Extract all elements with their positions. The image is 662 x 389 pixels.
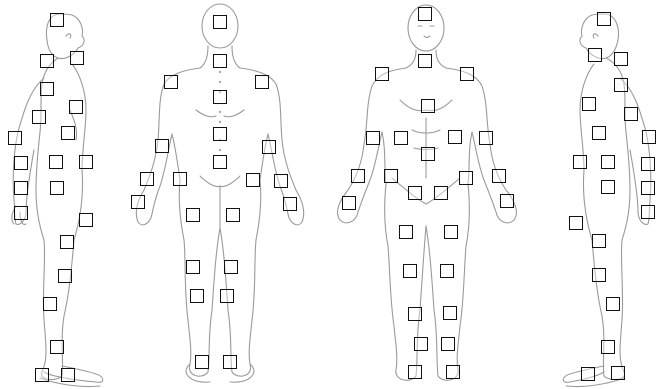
checkbox-front-neck[interactable] (418, 54, 432, 68)
checkbox-back-right-forearm[interactable] (274, 174, 288, 188)
checkbox-back-right-hand[interactable] (283, 197, 297, 211)
checkbox-left-chest[interactable] (69, 100, 83, 114)
checkbox-right-shoulder[interactable] (614, 78, 628, 92)
checkbox-back-left-forearm[interactable] (140, 172, 154, 186)
checkbox-back-right-knee[interactable] (224, 260, 238, 274)
checkbox-front-right-hip[interactable] (384, 169, 398, 183)
checkbox-front-right-arm[interactable] (366, 131, 380, 145)
checkbox-right-ankle[interactable] (601, 340, 615, 354)
checkbox-right-hand[interactable] (641, 205, 655, 219)
checkbox-front-left-ankle[interactable] (441, 337, 455, 351)
checkbox-back-lower-spine[interactable] (213, 155, 227, 169)
checkbox-left-hip[interactable] (50, 181, 64, 195)
checkbox-back-left-knee[interactable] (186, 260, 200, 274)
checkbox-back-left-hip[interactable] (173, 172, 187, 186)
checkbox-left-wrist[interactable] (14, 181, 28, 195)
checkbox-front-left-arm[interactable] (479, 131, 493, 145)
checkbox-right-thigh-front[interactable] (569, 216, 583, 230)
checkbox-left-knee[interactable] (58, 269, 72, 283)
checkbox-back-left-thigh[interactable] (186, 208, 200, 222)
checkbox-right-temple[interactable] (588, 48, 602, 62)
checkbox-front-right-ankle[interactable] (414, 337, 428, 351)
checkbox-right-hip[interactable] (601, 180, 615, 194)
checkbox-right-thigh-back[interactable] (592, 234, 606, 248)
checkbox-front-left-shin[interactable] (443, 306, 457, 320)
checkbox-front-left-foot[interactable] (446, 365, 460, 379)
checkbox-left-thigh-back[interactable] (60, 235, 74, 249)
checkbox-front-left-knee[interactable] (440, 264, 454, 278)
checkbox-right-knee[interactable] (592, 268, 606, 282)
checkbox-front-right-thigh[interactable] (399, 225, 413, 239)
checkbox-right-head-top[interactable] (597, 12, 611, 26)
checkbox-front-right-shin[interactable] (408, 307, 422, 321)
checkbox-back-left-heel[interactable] (195, 355, 209, 369)
checkbox-front-left-hip[interactable] (459, 171, 473, 185)
checkbox-right-calf[interactable] (606, 297, 620, 311)
checkbox-back-upper-spine[interactable] (213, 90, 227, 104)
checkbox-left-hand[interactable] (14, 206, 28, 220)
checkbox-back-right-shoulder[interactable] (255, 75, 269, 89)
checkbox-right-wrist[interactable] (641, 181, 655, 195)
checkbox-left-upper-back[interactable] (32, 110, 46, 124)
checkbox-left-head-top[interactable] (50, 13, 64, 27)
checkbox-front-left-thigh[interactable] (444, 225, 458, 239)
checkbox-front-left-shoulder[interactable] (460, 67, 474, 81)
checkbox-right-heel[interactable] (611, 366, 625, 380)
checkbox-front-sternum[interactable] (421, 99, 435, 113)
checkbox-right-forearm[interactable] (641, 157, 655, 171)
checkbox-right-abdomen[interactable] (573, 155, 587, 169)
checkbox-left-waist[interactable] (49, 155, 63, 169)
checkbox-front-right-shoulder[interactable] (375, 67, 389, 81)
checkbox-left-elbow[interactable] (8, 131, 22, 145)
checkbox-back-left-shoulder[interactable] (164, 75, 178, 89)
checkbox-left-calf[interactable] (43, 297, 57, 311)
checkbox-left-shoulder[interactable] (40, 82, 54, 96)
checkbox-right-toes[interactable] (581, 367, 595, 381)
checkbox-front-right-hand[interactable] (342, 196, 356, 210)
checkbox-front-right-knee[interactable] (403, 264, 417, 278)
checkbox-right-chest[interactable] (582, 97, 596, 111)
checkbox-left-toes[interactable] (61, 368, 75, 382)
checkbox-back-right-calf[interactable] (220, 289, 234, 303)
checkbox-left-heel[interactable] (35, 368, 49, 382)
checkbox-back-head[interactable] (213, 15, 227, 29)
checkbox-right-waist[interactable] (601, 155, 615, 169)
checkbox-front-left-hand[interactable] (500, 194, 514, 208)
checkbox-front-left-forearm[interactable] (492, 169, 506, 183)
checkbox-right-elbow[interactable] (642, 130, 656, 144)
checkbox-front-head[interactable] (418, 7, 432, 21)
checkbox-front-left-chest[interactable] (448, 130, 462, 144)
checkbox-back-left-hand[interactable] (131, 195, 145, 209)
checkbox-right-back-head[interactable] (614, 52, 628, 66)
checkbox-back-right-heel[interactable] (223, 355, 237, 369)
checkbox-front-right-foot[interactable] (408, 365, 422, 379)
checkbox-back-right-elbow[interactable] (262, 140, 276, 154)
checkbox-front-abdomen[interactable] (421, 147, 435, 161)
checkbox-back-right-hip[interactable] (246, 173, 260, 187)
checkbox-left-forearm[interactable] (14, 156, 28, 170)
checkbox-right-rib[interactable] (592, 126, 606, 140)
checkbox-back-neck[interactable] (213, 54, 227, 68)
checkbox-left-temple[interactable] (40, 54, 54, 68)
checkbox-front-right-chest[interactable] (394, 131, 408, 145)
checkbox-left-jaw[interactable] (70, 51, 84, 65)
checkbox-front-right-groin[interactable] (408, 186, 422, 200)
checkbox-back-mid-spine[interactable] (213, 127, 227, 141)
checkbox-right-upper-back[interactable] (624, 107, 638, 121)
checkbox-left-rib[interactable] (61, 126, 75, 140)
checkbox-left-abdomen[interactable] (79, 155, 93, 169)
checkbox-front-right-forearm[interactable] (351, 169, 365, 183)
checkbox-left-ankle[interactable] (50, 340, 64, 354)
checkbox-back-right-thigh[interactable] (226, 208, 240, 222)
checkbox-back-left-elbow[interactable] (155, 139, 169, 153)
checkbox-left-thigh-front[interactable] (79, 213, 93, 227)
checkbox-back-left-calf[interactable] (190, 289, 204, 303)
checkbox-front-left-groin[interactable] (434, 186, 448, 200)
